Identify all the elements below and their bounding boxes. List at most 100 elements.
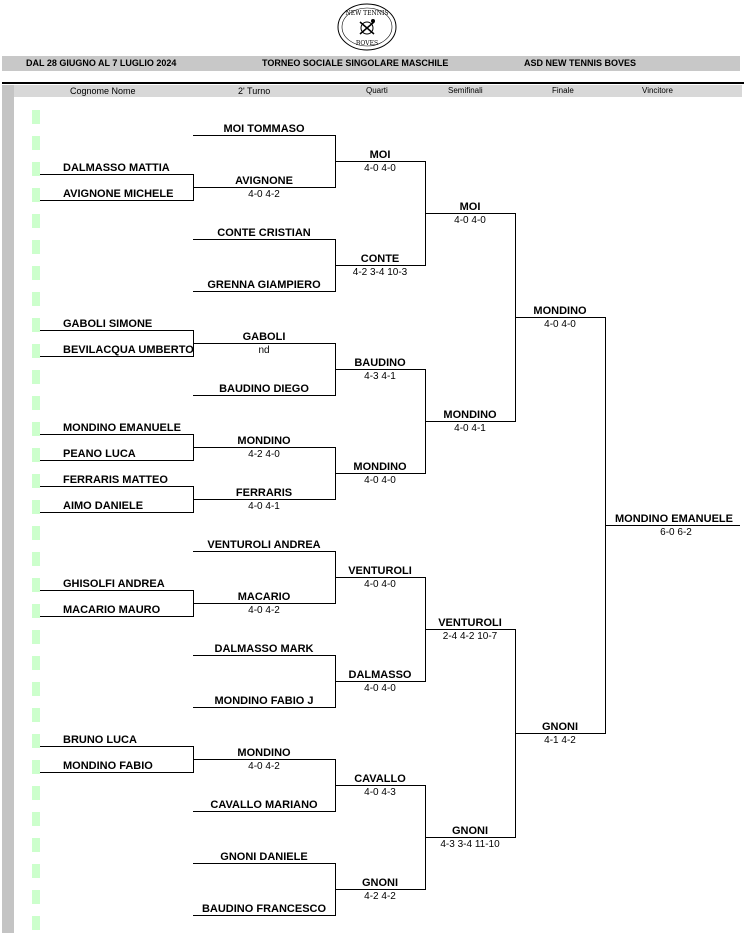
r1-line xyxy=(40,330,193,331)
qf-score: 4-0 4-0 xyxy=(364,579,396,590)
col-name: Cognome Nome xyxy=(70,86,136,96)
qf-score: 4-0 4-0 xyxy=(364,683,396,694)
row-marker xyxy=(32,708,40,722)
sf-score: 2-4 4-2 10-7 xyxy=(442,631,498,642)
r2-line xyxy=(193,395,335,396)
r2-player-name: BAUDINO FRANCESCO xyxy=(201,903,327,915)
logo-text-bottom: BOVES xyxy=(356,40,378,47)
r1-player-name: BRUNO LUCA xyxy=(63,734,137,746)
qf-player-name: MOI xyxy=(369,149,391,161)
col-final: Finale xyxy=(552,86,574,95)
qf-player-name: MONDINO xyxy=(353,461,407,473)
r1-line xyxy=(40,356,193,357)
row-marker xyxy=(32,422,40,436)
sf-player-name: MOI xyxy=(459,201,481,213)
row-marker xyxy=(32,292,40,306)
r2-player-name: DALMASSO MARK xyxy=(214,643,314,655)
r1-line xyxy=(40,746,193,747)
row-marker xyxy=(32,188,40,202)
r2-score: 4-0 4-2 xyxy=(248,189,280,200)
r2-player-name: GNONI DANIELE xyxy=(220,851,308,863)
r2-player-name: MONDINO xyxy=(237,747,291,759)
qf-player-name: CAVALLO xyxy=(354,773,406,785)
col-round2: 2' Turno xyxy=(238,86,271,96)
qf-line xyxy=(335,369,425,370)
left-margin-bar xyxy=(2,85,14,933)
r2-player-name: CONTE CRISTIAN xyxy=(217,227,311,239)
qf-line xyxy=(335,577,425,578)
logo-text-top: NEW TENNIS xyxy=(345,10,388,17)
row-marker xyxy=(32,344,40,358)
r1-player-name: GHISOLFI ANDREA xyxy=(63,578,165,590)
final-score: 4-1 4-2 xyxy=(544,735,576,746)
r2-line xyxy=(193,915,335,916)
qf-player-name: DALMASSO xyxy=(348,669,412,681)
sf-score: 4-0 4-0 xyxy=(454,215,486,226)
final-player-name: GNONI xyxy=(541,721,579,733)
row-marker xyxy=(32,890,40,904)
sf-line xyxy=(425,629,515,630)
col-quarters: Quarti xyxy=(366,86,388,95)
col-winner: Vincitore xyxy=(642,86,673,95)
qf-score: 4-3 4-1 xyxy=(364,371,396,382)
qf-score: 4-2 4-2 xyxy=(364,891,396,902)
sf-player-name: GNONI xyxy=(451,825,489,837)
r1-player-name: AVIGNONE MICHELE xyxy=(63,188,174,200)
r1-player-name: DALMASSO MATTIA xyxy=(63,162,170,174)
row-marker xyxy=(32,682,40,696)
r1-player-name: MONDINO FABIO xyxy=(63,760,153,772)
row-marker xyxy=(32,318,40,332)
r2-line xyxy=(193,759,335,760)
r1-line xyxy=(40,460,193,461)
r1-player-name: MONDINO EMANUELE xyxy=(63,422,181,434)
row-marker xyxy=(32,162,40,176)
row-marker xyxy=(32,838,40,852)
r2-line xyxy=(193,187,335,188)
row-marker xyxy=(32,760,40,774)
row-marker xyxy=(32,214,40,228)
r2-player-name: MACARIO xyxy=(237,591,291,603)
r2-line xyxy=(193,343,335,344)
col-semifinals: Semifinali xyxy=(448,86,483,95)
sf-line xyxy=(425,421,515,422)
club-name: ASD NEW TENNIS BOVES xyxy=(524,58,637,68)
row-marker xyxy=(32,656,40,670)
qf-line xyxy=(335,785,425,786)
qf-score: 4-2 3-4 10-3 xyxy=(352,267,408,278)
r2-player-name: FERRARIS xyxy=(235,487,293,499)
row-marker xyxy=(32,864,40,878)
r2-score: 4-0 4-2 xyxy=(248,605,280,616)
sf-line xyxy=(425,213,515,214)
row-marker xyxy=(32,370,40,384)
sf-player-name: MONDINO xyxy=(443,409,497,421)
r2-score: nd xyxy=(258,345,270,356)
club-logo: NEW TENNIS BOVES xyxy=(337,3,397,51)
final-line xyxy=(515,733,605,734)
r2-player-name: CAVALLO MARIANO xyxy=(210,799,318,811)
row-marker xyxy=(32,526,40,540)
row-marker xyxy=(32,474,40,488)
r2-player-name: VENTUROLI ANDREA xyxy=(207,539,321,551)
qf-line xyxy=(335,161,425,162)
r1-player-name: GABOLI SIMONE xyxy=(63,318,153,330)
row-marker xyxy=(32,786,40,800)
winner-score: 6-0 6-2 xyxy=(660,527,692,538)
qf-player-name: VENTUROLI xyxy=(348,565,412,577)
qf-player-name: GNONI xyxy=(361,877,399,889)
r1-player-name: AIMO DANIELE xyxy=(63,500,144,512)
row-marker xyxy=(32,734,40,748)
r2-player-name: MONDINO FABIO J xyxy=(214,695,314,707)
r2-score: 4-2 4-0 xyxy=(248,449,280,460)
r1-player-name: MACARIO MAURO xyxy=(63,604,161,616)
r2-line xyxy=(193,707,335,708)
qf-player-name: CONTE xyxy=(360,253,400,265)
column-header-bar: Cognome Nome 2' Turno Quarti Semifinali … xyxy=(14,85,742,97)
qf-line xyxy=(335,681,425,682)
qf-line xyxy=(335,889,425,890)
row-marker xyxy=(32,396,40,410)
qf-player-name: BAUDINO xyxy=(354,357,406,369)
r1-player-name: FERRARIS MATTEO xyxy=(63,474,168,486)
row-marker xyxy=(32,578,40,592)
sf-score: 4-0 4-1 xyxy=(454,423,486,434)
qf-score: 4-0 4-3 xyxy=(364,787,396,798)
